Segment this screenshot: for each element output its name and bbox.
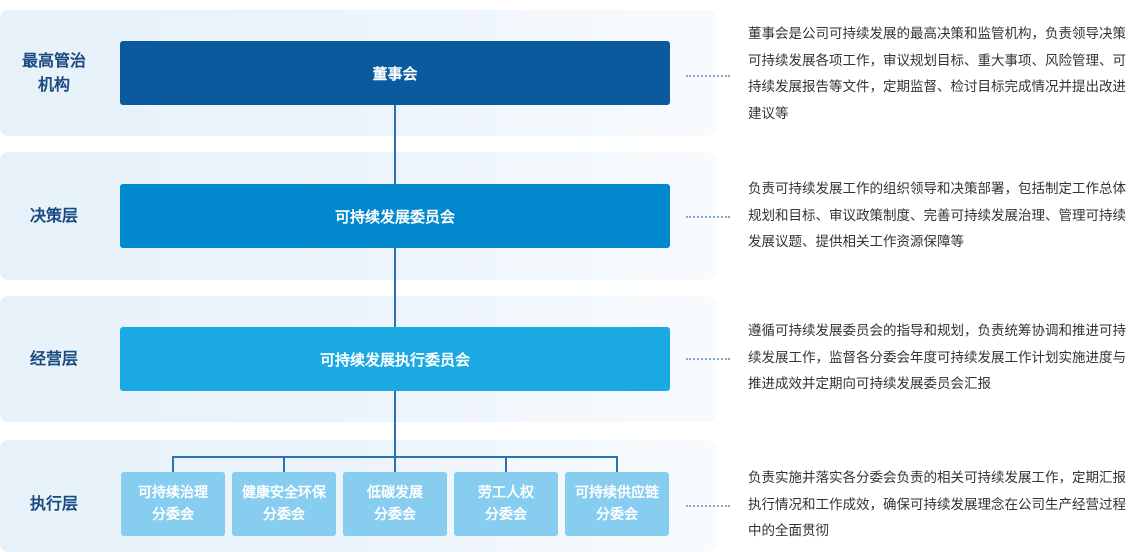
- level-label-decision: 决策层: [29, 206, 78, 225]
- node-board: 董事会: [120, 41, 670, 105]
- description-operation: 遵循可持续发展委员会的指导和规划，负责统筹协调和推进可持续发展工作，监督各分委会…: [748, 323, 1126, 392]
- connector-tick-3: [394, 456, 396, 472]
- level-label-execution: 执行层: [29, 494, 78, 513]
- description-decision: 负责可持续发展工作的组织领导和决策部署，包括制定工作总体规划和目标、审议政策制度…: [748, 181, 1126, 250]
- leader-decision: [686, 216, 730, 218]
- level-label-operation: 经营层: [29, 349, 78, 368]
- node-subcommittee-hse: 健康安全环保 分委会: [232, 472, 336, 536]
- connector-main: [394, 104, 396, 456]
- node-subcommittee-labor-rights: 劳工人权 分委会: [454, 472, 558, 536]
- leader-governance: [686, 75, 730, 77]
- leader-execution: [686, 505, 730, 507]
- node-sustainability-committee: 可持续发展委员会: [120, 184, 670, 248]
- node-subcommittee-supply-chain: 可持续供应链 分委会: [565, 472, 669, 536]
- connector-tick-5: [616, 456, 618, 472]
- connector-tick-4: [505, 456, 507, 472]
- level-label-governance: 最高管治 机构: [21, 51, 86, 94]
- description-governance: 董事会是公司可持续发展的最高决策和监管机构，负责领导决策可持续发展各项工作，审议…: [748, 26, 1126, 122]
- connector-tick-1: [172, 456, 174, 472]
- connector-tick-2: [283, 456, 285, 472]
- node-executive-committee: 可持续发展执行委员会: [120, 327, 670, 391]
- node-subcommittee-governance: 可持续治理 分委会: [121, 472, 225, 536]
- leader-operation: [686, 358, 730, 360]
- node-subcommittee-low-carbon: 低碳发展 分委会: [343, 472, 447, 536]
- description-execution: 负责实施并落实各分委会负责的相关可持续发展工作，定期汇报执行情况和工作成效，确保…: [748, 470, 1126, 539]
